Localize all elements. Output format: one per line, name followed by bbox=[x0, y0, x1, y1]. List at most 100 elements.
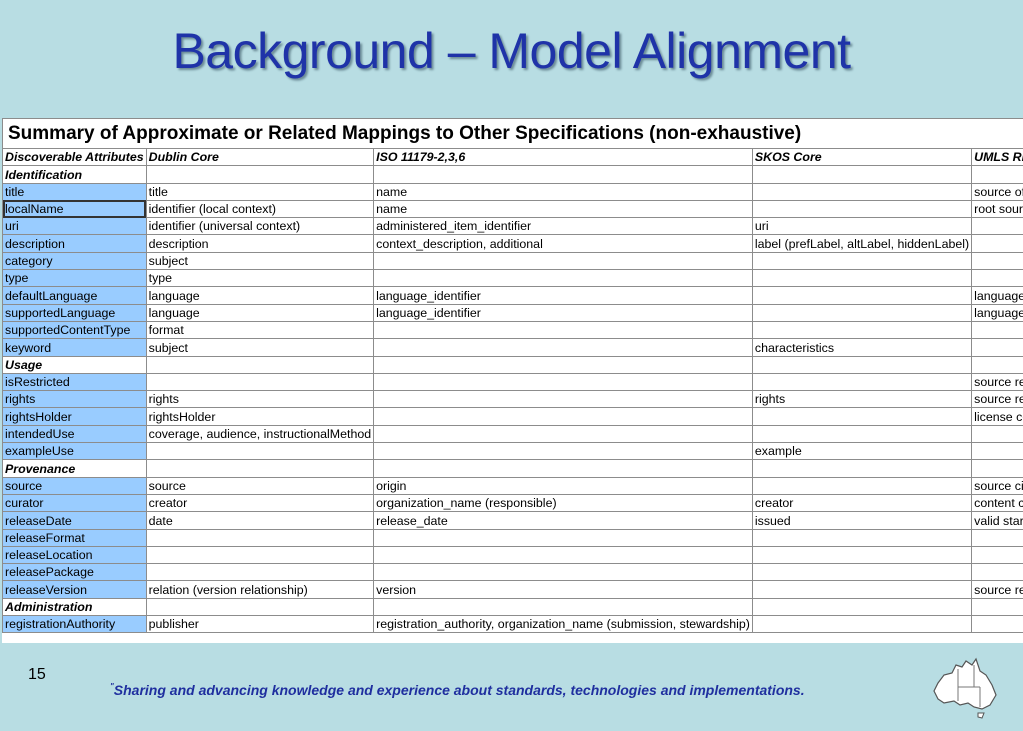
table-cell[interactable] bbox=[373, 251, 753, 271]
table-cell[interactable] bbox=[971, 459, 1023, 478]
attribute-cell[interactable]: source bbox=[2, 476, 147, 495]
table-cell[interactable]: creator bbox=[751, 493, 973, 513]
table-cell[interactable]: source release date or version bbox=[971, 580, 1023, 599]
table-cell[interactable] bbox=[971, 234, 1023, 253]
table-cell[interactable]: type bbox=[145, 269, 375, 288]
table-cell[interactable] bbox=[971, 165, 1023, 184]
attribute-cell[interactable]: intendedUse bbox=[2, 424, 147, 444]
table-cell[interactable] bbox=[145, 563, 375, 582]
table-cell[interactable] bbox=[373, 459, 753, 478]
table-cell[interactable]: uri bbox=[751, 217, 973, 236]
attribute-cell[interactable]: releaseDate bbox=[2, 511, 147, 530]
table-cell[interactable]: license contact info for a source bbox=[971, 407, 1023, 426]
table-cell[interactable] bbox=[373, 269, 753, 288]
table-cell[interactable]: publisher bbox=[145, 615, 375, 634]
table-cell[interactable]: issued bbox=[751, 511, 973, 530]
table-cell[interactable] bbox=[373, 528, 753, 547]
attribute-cell[interactable]: releaseVersion bbox=[2, 580, 147, 599]
table-cell[interactable] bbox=[971, 597, 1023, 617]
table-cell[interactable] bbox=[751, 615, 973, 634]
attribute-cell[interactable]: category bbox=[2, 251, 147, 271]
table-cell[interactable]: origin bbox=[373, 476, 753, 495]
table-cell[interactable] bbox=[145, 442, 375, 461]
table-cell[interactable] bbox=[373, 338, 753, 357]
table-cell[interactable] bbox=[751, 269, 973, 288]
table-cell[interactable] bbox=[971, 545, 1023, 565]
attribute-cell[interactable]: description bbox=[2, 234, 147, 253]
table-cell[interactable] bbox=[751, 165, 973, 184]
table-cell[interactable] bbox=[373, 545, 753, 565]
attribute-cell[interactable]: defaultLanguage bbox=[2, 286, 147, 305]
table-cell[interactable]: source bbox=[145, 476, 375, 495]
table-cell[interactable]: date bbox=[145, 511, 375, 530]
table-cell[interactable] bbox=[373, 424, 753, 444]
table-cell[interactable] bbox=[971, 217, 1023, 236]
table-cell[interactable] bbox=[373, 320, 753, 340]
table-cell[interactable] bbox=[145, 597, 375, 617]
table-cell[interactable] bbox=[373, 442, 753, 461]
attribute-cell[interactable]: isRestricted bbox=[2, 372, 147, 392]
table-cell[interactable]: source citation bbox=[971, 476, 1023, 495]
table-cell[interactable] bbox=[751, 182, 973, 201]
table-cell[interactable]: subject bbox=[145, 251, 375, 271]
table-cell[interactable] bbox=[751, 580, 973, 599]
attribute-cell[interactable]: releaseFormat bbox=[2, 528, 147, 547]
attribute-cell[interactable]: releaseLocation bbox=[2, 545, 147, 565]
table-cell[interactable] bbox=[971, 528, 1023, 547]
table-cell[interactable] bbox=[373, 407, 753, 426]
section-label[interactable]: Usage bbox=[2, 355, 147, 374]
table-cell[interactable]: creator bbox=[145, 493, 375, 513]
attribute-cell[interactable]: uri bbox=[2, 217, 147, 236]
table-cell[interactable]: coverage, audience, instructionalMethod bbox=[145, 424, 375, 444]
table-cell[interactable] bbox=[751, 563, 973, 582]
table-cell[interactable]: registration_authority, organization_nam… bbox=[373, 615, 753, 634]
attribute-cell[interactable]: title bbox=[2, 182, 147, 201]
table-cell[interactable]: subject bbox=[145, 338, 375, 357]
attribute-cell[interactable]: type bbox=[2, 269, 147, 288]
table-cell[interactable] bbox=[751, 476, 973, 495]
table-cell[interactable]: rightsHolder bbox=[145, 407, 375, 426]
table-cell[interactable] bbox=[751, 597, 973, 617]
table-cell[interactable] bbox=[751, 286, 973, 305]
table-cell[interactable] bbox=[145, 459, 375, 478]
table-cell[interactable] bbox=[751, 355, 973, 374]
attribute-cell[interactable]: supportedContentType bbox=[2, 320, 147, 340]
table-cell[interactable]: rights bbox=[751, 390, 973, 409]
table-cell[interactable]: characteristics bbox=[751, 338, 973, 357]
table-cell[interactable]: version bbox=[373, 580, 753, 599]
table-cell[interactable]: rights bbox=[145, 390, 375, 409]
table-cell[interactable]: identifier (local context) bbox=[145, 199, 375, 219]
attribute-cell[interactable]: rights bbox=[2, 390, 147, 409]
table-cell[interactable]: content contact info for a source bbox=[971, 493, 1023, 513]
table-cell[interactable]: name bbox=[373, 182, 753, 201]
table-cell[interactable] bbox=[145, 355, 375, 374]
table-cell[interactable] bbox=[971, 615, 1023, 634]
table-cell[interactable] bbox=[751, 303, 973, 322]
section-label[interactable]: Identification bbox=[2, 165, 147, 184]
table-cell[interactable] bbox=[751, 372, 973, 392]
table-cell[interactable]: name bbox=[373, 199, 753, 219]
table-cell[interactable] bbox=[751, 199, 973, 219]
attribute-cell[interactable]: registrationAuthority bbox=[2, 615, 147, 634]
table-cell[interactable] bbox=[751, 459, 973, 478]
table-cell[interactable] bbox=[373, 563, 753, 582]
table-cell[interactable]: label (prefLabel, altLabel, hiddenLabel) bbox=[751, 234, 973, 253]
table-cell[interactable]: source restriction level bbox=[971, 372, 1023, 392]
table-cell[interactable]: relation (version relationship) bbox=[145, 580, 375, 599]
attribute-cell[interactable]: localName bbox=[2, 199, 147, 219]
table-cell[interactable]: root source abbreviation bbox=[971, 199, 1023, 219]
table-cell[interactable] bbox=[145, 545, 375, 565]
attribute-cell[interactable]: supportedLanguage bbox=[2, 303, 147, 322]
table-cell[interactable]: release_date bbox=[373, 511, 753, 530]
table-cell[interactable]: description bbox=[145, 234, 375, 253]
table-cell[interactable]: language bbox=[145, 303, 375, 322]
column-header[interactable]: Discoverable Attributes bbox=[2, 147, 147, 167]
table-cell[interactable] bbox=[751, 424, 973, 444]
section-label[interactable]: Administration bbox=[2, 597, 147, 617]
table-cell[interactable] bbox=[751, 528, 973, 547]
column-header[interactable]: ISO 11179-2,3,6 bbox=[373, 147, 753, 167]
table-cell[interactable]: identifier (universal context) bbox=[145, 217, 375, 236]
attribute-cell[interactable]: curator bbox=[2, 493, 147, 513]
column-header[interactable]: SKOS Core bbox=[751, 147, 973, 167]
table-cell[interactable]: valid start date for a source bbox=[971, 511, 1023, 530]
